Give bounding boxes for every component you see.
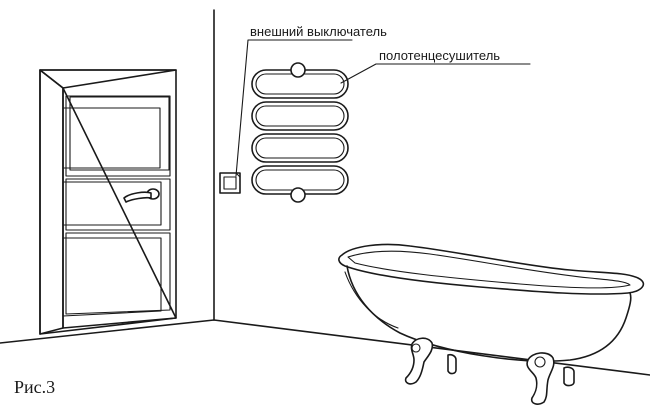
bathtub-foot [564, 367, 574, 385]
bathtub-foot [448, 355, 456, 374]
bathtub-foot [527, 353, 554, 404]
door-handle-icon [124, 189, 159, 202]
towel-warmer-icon [252, 63, 348, 202]
bathtub-icon [339, 244, 644, 404]
room-outline [0, 10, 650, 375]
wall-switch-icon [220, 173, 240, 193]
figure-caption: Рис.3 [14, 377, 55, 397]
towel-warmer-label: полотенцесушитель [379, 48, 500, 63]
switch-label: внешний выключатель [250, 24, 387, 39]
door [40, 70, 176, 334]
